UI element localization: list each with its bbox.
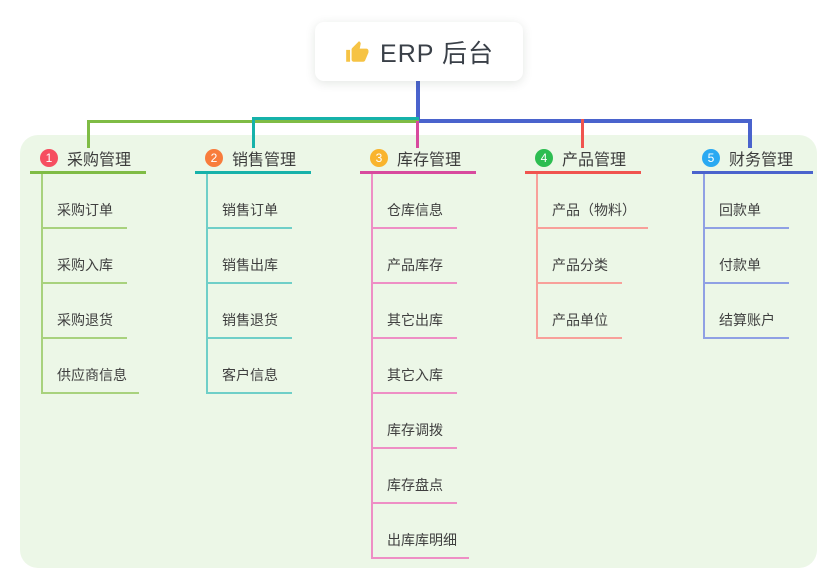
branch-number-badge: 3 — [370, 148, 388, 167]
branch2-connector-line — [252, 117, 419, 120]
branch-number-badge: 1 — [40, 148, 58, 167]
child-node-label: 库存盘点 — [373, 475, 457, 504]
child-node[interactable]: 采购退货 — [43, 284, 139, 339]
branch-header-node[interactable]: 2 销售管理 — [195, 144, 311, 174]
branch-header-node[interactable]: 1 采购管理 — [30, 144, 146, 174]
child-node-label: 付款单 — [705, 255, 789, 284]
child-node-label: 采购订单 — [43, 200, 127, 229]
thumbs-up-icon — [344, 39, 370, 65]
child-node[interactable]: 仓库信息 — [373, 174, 469, 229]
branch5-connector-stub — [748, 119, 752, 148]
branch-title: 销售管理 — [232, 151, 297, 169]
child-node[interactable]: 结算账户 — [705, 284, 789, 339]
child-node[interactable]: 产品分类 — [538, 229, 648, 284]
branch: 3 库存管理 仓库信息产品库存其它出库其它入库库存调拨库存盘点出库库明细 — [360, 144, 476, 559]
child-node-label: 供应商信息 — [43, 365, 139, 394]
branch-children: 销售订单销售出库销售退货客户信息 — [206, 174, 292, 394]
child-node[interactable]: 出库库明细 — [373, 504, 469, 559]
child-node-label: 采购退货 — [43, 310, 127, 339]
child-node-label: 其它出库 — [373, 310, 457, 339]
child-node-label: 产品库存 — [373, 255, 457, 284]
branch-number-badge: 4 — [535, 148, 553, 167]
child-node-label: 产品单位 — [538, 310, 622, 339]
branch-children: 回款单付款单结算账户 — [703, 174, 789, 339]
child-node-label: 仓库信息 — [373, 200, 457, 229]
child-node[interactable]: 库存盘点 — [373, 449, 469, 504]
branch-title: 财务管理 — [729, 151, 794, 169]
child-node-label: 销售订单 — [208, 200, 292, 229]
child-node-label: 回款单 — [705, 200, 789, 229]
branch4-connector-stub — [581, 119, 584, 148]
branch2-connector-stub — [252, 117, 255, 148]
branch: 4 产品管理 产品（物料） 产品分类产品单位 — [525, 144, 648, 339]
branch-children: 采购订单采购入库采购退货供应商信息 — [41, 174, 139, 394]
child-node[interactable]: 供应商信息 — [43, 339, 139, 394]
branch: 5 财务管理 回款单付款单结算账户 — [692, 144, 813, 339]
branch3-connector-stub — [416, 121, 419, 148]
child-node[interactable]: 销售出库 — [208, 229, 292, 284]
child-node[interactable]: 采购订单 — [43, 174, 139, 229]
child-node[interactable]: 销售退货 — [208, 284, 292, 339]
child-node-label: 销售出库 — [208, 255, 292, 284]
child-node[interactable]: 回款单 — [705, 174, 789, 229]
child-node-label: 其它入库 — [373, 365, 457, 394]
child-node[interactable]: 销售订单 — [208, 174, 292, 229]
root-connector-line — [416, 81, 420, 122]
branch-title: 库存管理 — [397, 151, 462, 169]
branch-children: 产品（物料） 产品分类产品单位 — [536, 174, 648, 339]
child-node[interactable]: 付款单 — [705, 229, 789, 284]
branch-title: 产品管理 — [562, 151, 627, 169]
child-node[interactable]: 产品（物料） — [538, 174, 648, 229]
branches-panel — [20, 135, 817, 568]
branch-number-badge: 2 — [205, 148, 223, 167]
child-node-label: 产品分类 — [538, 255, 622, 284]
child-node[interactable]: 采购入库 — [43, 229, 139, 284]
branch-children: 仓库信息产品库存其它出库其它入库库存调拨库存盘点出库库明细 — [371, 174, 469, 559]
child-node-label: 出库库明细 — [373, 530, 469, 559]
child-node[interactable]: 产品单位 — [538, 284, 648, 339]
child-node-label: 销售退货 — [208, 310, 292, 339]
child-node[interactable]: 客户信息 — [208, 339, 292, 394]
child-node[interactable]: 库存调拨 — [373, 394, 469, 449]
branch-header-node[interactable]: 5 财务管理 — [692, 144, 813, 174]
branch-number-badge: 5 — [702, 148, 720, 167]
branch5-connector-line — [419, 119, 751, 123]
branch-header-node[interactable]: 3 库存管理 — [360, 144, 476, 174]
branch-title: 采购管理 — [67, 151, 132, 169]
branch-header-node[interactable]: 4 产品管理 — [525, 144, 641, 174]
branch: 2 销售管理 销售订单销售出库销售退货客户信息 — [195, 144, 311, 394]
child-node[interactable]: 其它出库 — [373, 284, 469, 339]
child-node-label: 采购入库 — [43, 255, 127, 284]
child-node-label: 结算账户 — [705, 310, 789, 339]
child-node-label: 客户信息 — [208, 365, 292, 394]
child-node[interactable]: 其它入库 — [373, 339, 469, 394]
root-node[interactable]: ERP 后台 — [315, 22, 523, 81]
branch1-connector-stub — [87, 120, 90, 148]
child-node-label: 产品（物料） — [538, 200, 648, 229]
root-node-title: ERP 后台 — [380, 39, 494, 68]
child-node[interactable]: 产品库存 — [373, 229, 469, 284]
child-node-label: 库存调拨 — [373, 420, 457, 449]
branch: 1 采购管理 采购订单采购入库采购退货供应商信息 — [30, 144, 146, 394]
